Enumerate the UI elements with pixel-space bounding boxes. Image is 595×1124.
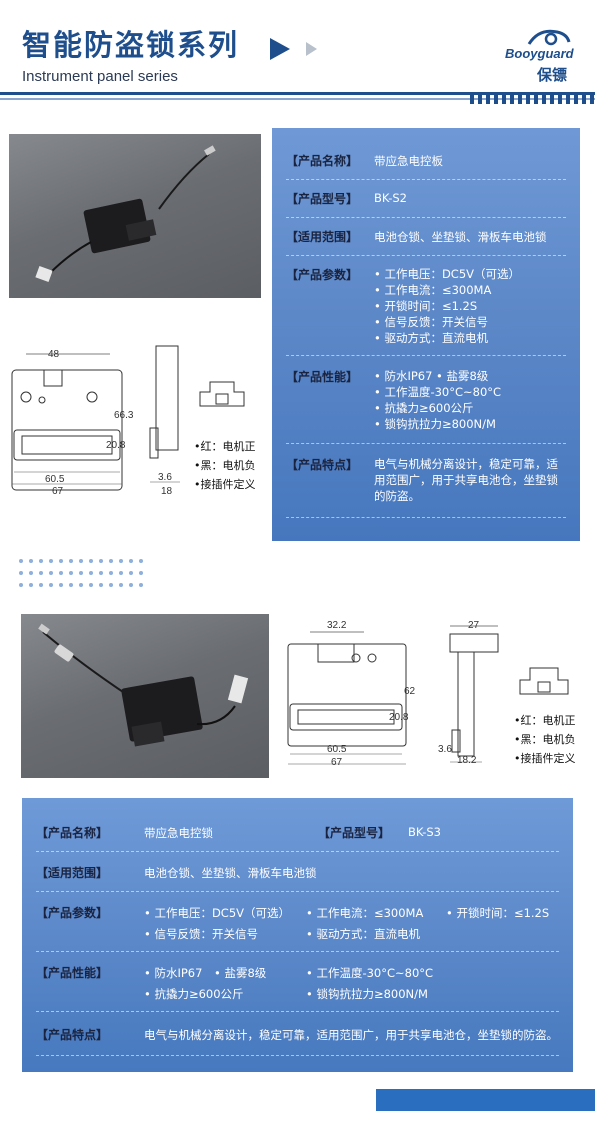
spec-panel-bk-s3: 【产品名称】 带应急电控锁 【产品型号】 BK-S3 【适用范围】 电池仓锁、坐… (22, 798, 573, 1072)
spec-item: • 工作电压：DC5V（可选） (374, 267, 521, 281)
spec-item: • 驱动方式：直流电机 (306, 927, 420, 941)
dim-label: 18.2 (457, 755, 477, 766)
spec-row-params: 【产品参数】 • 工作电压：DC5V（可选） • 工作电流：≤300MA • 开… (286, 256, 566, 356)
dim-label: 67 (331, 757, 343, 768)
dim-label: 18 (161, 486, 173, 497)
spec-item: • 信号反馈：开关信号 (374, 315, 488, 329)
spec-label: 【产品特点】 (286, 458, 359, 472)
spec-label: 【产品性能】 (36, 966, 109, 980)
logo-text: Booyguard (505, 46, 574, 61)
spec-panel-bk-s2: 【产品名称】 带应急电控板 【产品型号】 BK-S2 【适用范围】 电池仓锁、坐… (272, 128, 580, 541)
spec-feature-text: 电气与机械分离设计，稳定可靠，适 用范围广，用于共享电池仓，坐垫锁 的防盗。 (374, 456, 558, 504)
spec-value: 电池仓锁、坐垫锁、滑板车电池锁 (374, 230, 547, 244)
spec-item: • 工作温度-30°C~80°C (374, 385, 502, 399)
spec-row-name: 【产品名称】 带应急电控板 (286, 142, 566, 180)
technical-drawing-side-bk-s3 (449, 625, 499, 763)
spec-item: 用范围广，用于共享电池仓，坐垫锁 (374, 473, 558, 487)
technical-drawing-bk-s2 (11, 345, 180, 491)
spec-item: • 开锁时间：≤1.2S (446, 906, 550, 920)
spec-label: 【产品性能】 (286, 370, 359, 384)
dim-label: 3.6 (438, 744, 452, 755)
spec-row-performance: 【产品性能】 • 防水IP67 • 盐雾8级 • 工作温度-30°C~80°C … (286, 356, 566, 444)
spec-value: 电气与机械分离设计，稳定可靠，适用范围广，用于共享电池仓，坐垫锁的防盗。 (144, 1028, 558, 1042)
spec-item: • 信号反馈：开关信号 (144, 927, 258, 941)
legend-item: •接插件定义 (194, 478, 256, 491)
spec-label: 【适用范围】 (36, 866, 109, 880)
spec-item: • 工作电流：≤300MA (306, 906, 424, 920)
legend-item: •接插件定义 (514, 752, 576, 765)
legend-item: •红：电机正 (514, 714, 576, 727)
dim-label: 20.8 (106, 440, 126, 451)
spec-label: 【产品名称】 (36, 826, 109, 840)
spec-row-name-model: 【产品名称】 带应急电控锁 【产品型号】 BK-S3 (36, 812, 559, 852)
footer-bar (376, 1089, 595, 1111)
dim-label: 67 (52, 486, 64, 497)
dim-label: 60.5 (45, 474, 65, 485)
spec-item: • 锁钩抗拉力≥800N/M (306, 987, 428, 1001)
page-title: 智能防盗锁系列 (22, 28, 240, 62)
legend-item: •黑：电机负 (514, 733, 576, 746)
spec-row-scope: 【适用范围】 电池仓锁、坐垫锁、滑板车电池锁 (286, 218, 566, 256)
header-divider (0, 92, 595, 104)
dim-label: 3.6 (158, 472, 172, 483)
arrow-right-icon (270, 38, 290, 60)
logo-text-cn: 保镖 (537, 66, 568, 84)
spec-item: • 抗撬力≥600公斤 (144, 987, 244, 1001)
spec-label: 【产品参数】 (286, 268, 359, 282)
product-photo-bk-s3 (21, 614, 269, 778)
spec-item: 电气与机械分离设计，稳定可靠，适 (374, 457, 558, 471)
spec-label: 【产品特点】 (36, 1028, 109, 1042)
spec-row-scope: 【适用范围】 电池仓锁、坐垫锁、滑板车电池锁 (36, 852, 559, 892)
decorative-dots (19, 559, 143, 587)
arrow-right-small-icon (306, 42, 317, 56)
spec-row-params: 【产品参数】 • 工作电压：DC5V（可选） • 工作电流：≤300MA • 开… (36, 892, 559, 952)
spec-label: 【产品参数】 (36, 906, 109, 920)
spec-label: 【产品型号】 (286, 192, 359, 206)
spec-item: • 防水IP67 • 盐雾8级 (374, 369, 489, 383)
spec-value: 电池仓锁、坐垫锁、滑板车电池锁 (144, 866, 317, 880)
connector-diagram-icon (519, 667, 569, 695)
spec-item: • 盐雾8级 (214, 966, 267, 980)
spec-item: • 工作电流：≤300MA (374, 283, 492, 297)
legend-item: •红：电机正 (194, 440, 256, 453)
dim-label: 27 (468, 620, 480, 631)
spec-row-model: 【产品型号】 BK-S2 (286, 180, 566, 218)
spec-item: • 防水IP67 (144, 966, 203, 980)
spec-item: • 开锁时间：≤1.2S (374, 299, 478, 313)
spec-label: 【产品名称】 (286, 154, 359, 168)
page-subtitle: Instrument panel series (22, 68, 178, 85)
spec-item: • 抗撬力≥600公斤 (374, 401, 474, 415)
spec-value: 带应急电控板 (374, 154, 443, 168)
connector-diagram-icon (199, 381, 245, 407)
spec-item: • 工作温度-30°C~80°C (306, 966, 434, 980)
dim-label: 20.8 (389, 712, 409, 723)
spec-row-features: 【产品特点】 电气与机械分离设计，稳定可靠，适用范围广，用于共享电池仓，坐垫锁的… (36, 1012, 559, 1056)
spec-row-features: 【产品特点】 电气与机械分离设计，稳定可靠，适 用范围广，用于共享电池仓，坐垫锁… (286, 444, 566, 518)
spec-label: 【适用范围】 (286, 230, 359, 244)
dim-label: 48 (48, 349, 60, 360)
technical-drawing-bk-s3 (287, 631, 407, 765)
spec-label: 【产品型号】 (318, 826, 391, 840)
spec-item: • 工作电压：DC5V（可选） (144, 906, 291, 920)
legend-item: •黑：电机负 (194, 459, 256, 472)
spec-item: • 驱动方式：直流电机 (374, 331, 488, 345)
spec-item: 的防盗。 (374, 489, 420, 503)
spec-item: • 锁钩抗拉力≥800N/M (374, 417, 496, 431)
spec-value: BK-S3 (408, 825, 441, 839)
dim-label: 62 (404, 686, 416, 697)
spec-params-list: • 工作电压：DC5V（可选） • 工作电流：≤300MA • 开锁时间：≤1.… (374, 266, 520, 346)
dim-label: 32.2 (327, 620, 347, 631)
spec-value: 带应急电控锁 (144, 826, 213, 840)
logo-mark-icon (527, 29, 571, 46)
product-photo-bk-s2 (9, 134, 261, 298)
spec-value: BK-S2 (374, 191, 407, 205)
dim-label: 66.3 (114, 410, 134, 421)
dim-label: 60.5 (327, 744, 347, 755)
spec-perf-list: • 防水IP67 • 盐雾8级 • 工作温度-30°C~80°C • 抗撬力≥6… (374, 368, 501, 432)
spec-row-performance: 【产品性能】 • 防水IP67 • 盐雾8级 • 工作温度-30°C~80°C … (36, 952, 559, 1012)
